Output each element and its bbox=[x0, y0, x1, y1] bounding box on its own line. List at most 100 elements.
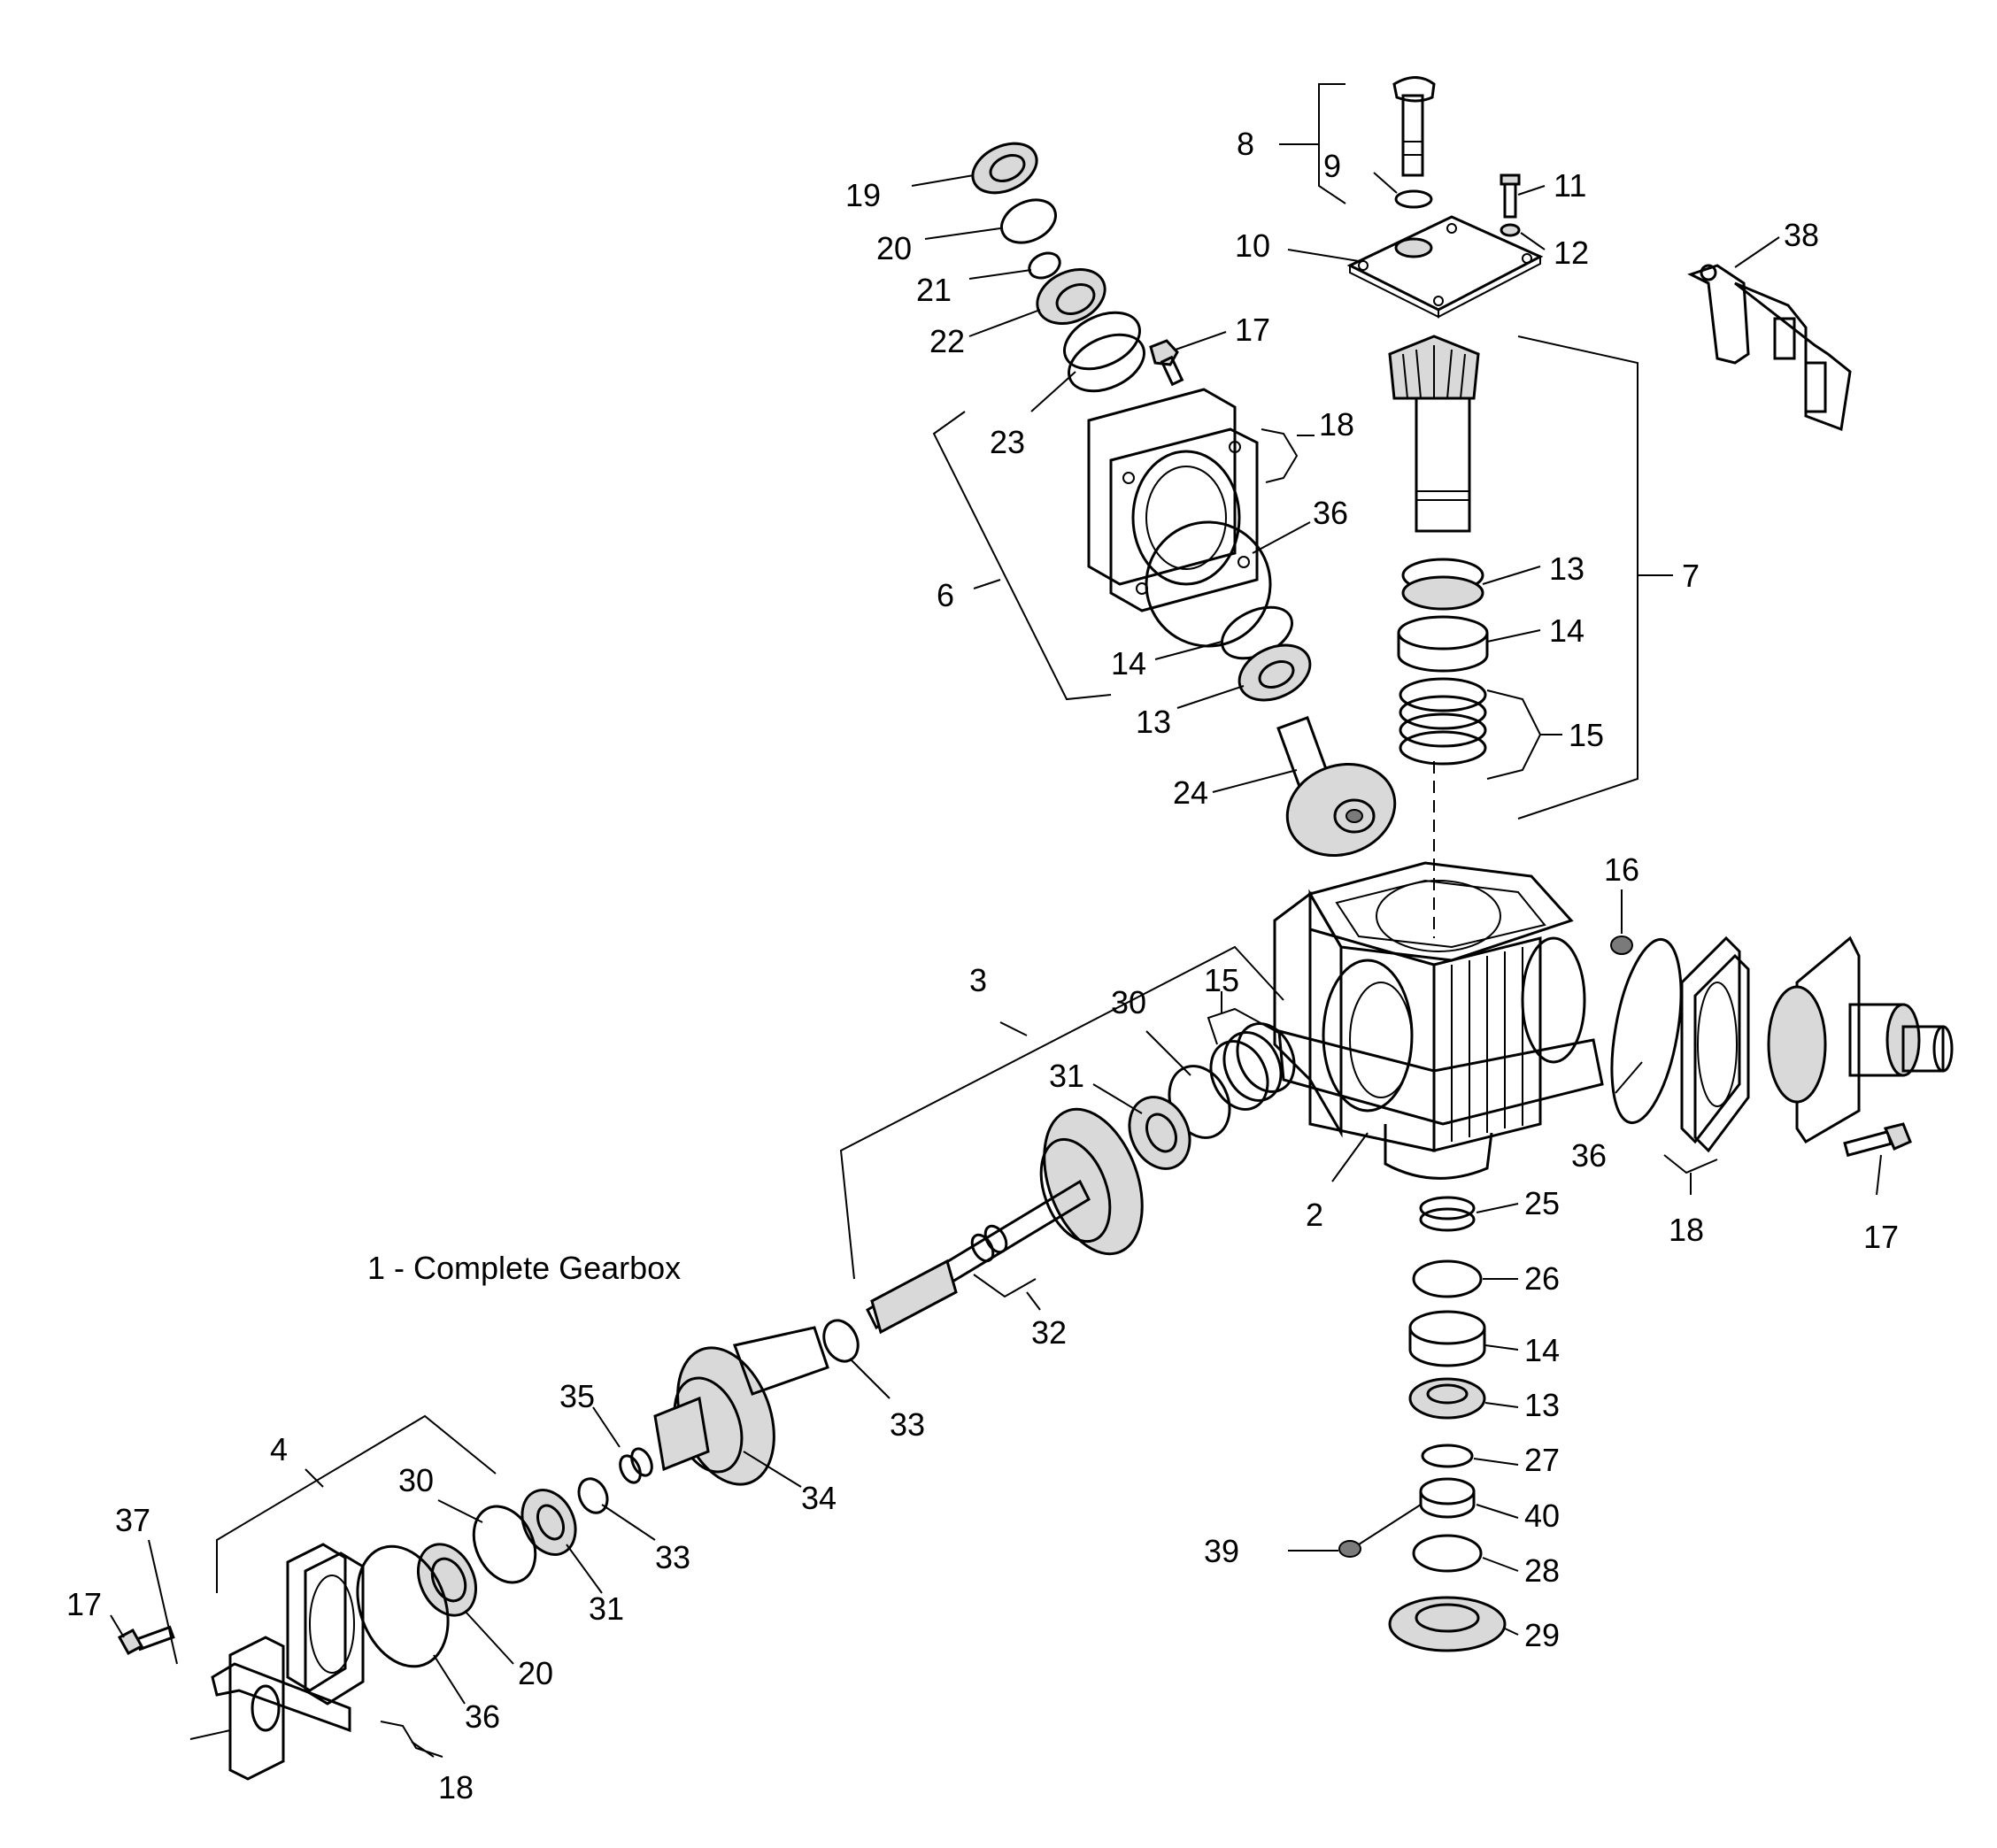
output-shaft-assembly-right bbox=[1767, 936, 1954, 1144]
set-screw-part-39 bbox=[1338, 1540, 1361, 1558]
callout-13-top: 13 bbox=[1549, 551, 1584, 587]
shim-pack-part-15-left bbox=[1209, 1022, 1296, 1111]
bearing-cone-part-31-right bbox=[1128, 1096, 1191, 1170]
callout-40: 40 bbox=[1524, 1498, 1560, 1534]
ring-part-26 bbox=[1412, 1259, 1483, 1298]
snap-ring-part-21 bbox=[1028, 251, 1061, 280]
bevel-gear-main bbox=[1039, 1107, 1144, 1256]
input-housing-flange bbox=[1087, 388, 1259, 612]
seal-part-25 bbox=[1419, 1196, 1476, 1232]
callout-7: 7 bbox=[1682, 558, 1700, 594]
bolt-part-17-left bbox=[117, 1625, 175, 1656]
ring-part-28 bbox=[1412, 1534, 1483, 1573]
gearbox-housing bbox=[1273, 861, 1604, 1180]
shim-pack-part-15-top bbox=[1399, 677, 1487, 766]
callout-31-right: 31 bbox=[1049, 1058, 1084, 1094]
callout-9: 9 bbox=[1323, 148, 1341, 184]
ring-part-20-top bbox=[1000, 198, 1057, 244]
callout-23: 23 bbox=[990, 424, 1025, 460]
callout-35: 35 bbox=[559, 1378, 595, 1414]
callout-33-left: 33 bbox=[655, 1539, 690, 1575]
leader-lines bbox=[110, 83, 1882, 1758]
callout-12: 12 bbox=[1554, 235, 1589, 271]
callout-30-left: 30 bbox=[398, 1462, 434, 1498]
callout-22: 22 bbox=[929, 323, 965, 359]
bearing-cone-part-13-bottom bbox=[1408, 1377, 1486, 1420]
callout-10: 10 bbox=[1235, 227, 1270, 264]
callout-25: 25 bbox=[1524, 1185, 1560, 1221]
gear-part-34 bbox=[653, 1326, 829, 1486]
bearing-cone-part-13-top bbox=[1401, 558, 1484, 611]
callout-17-left: 17 bbox=[66, 1586, 102, 1622]
gasket-part-18-right bbox=[1680, 936, 1750, 1153]
sleeve-part-40 bbox=[1419, 1477, 1476, 1519]
bearing-part-22 bbox=[1036, 268, 1106, 325]
bolt-part-11 bbox=[1500, 173, 1521, 219]
callout-8: 8 bbox=[1237, 126, 1254, 162]
callout-29: 29 bbox=[1524, 1617, 1560, 1653]
callout-36-left: 36 bbox=[465, 1698, 500, 1735]
callout-39: 39 bbox=[1204, 1533, 1239, 1569]
callout-24: 24 bbox=[1173, 774, 1208, 811]
bearing-cup-part-14-bottom bbox=[1408, 1310, 1486, 1367]
o-ring-part-36-top bbox=[1145, 520, 1272, 648]
bearing-cup-part-23 bbox=[1063, 311, 1145, 393]
callout-15-top: 15 bbox=[1569, 717, 1604, 753]
snap-ring-part-35 bbox=[619, 1447, 653, 1484]
snap-ring-part-27 bbox=[1421, 1444, 1474, 1468]
callout-26: 26 bbox=[1524, 1260, 1560, 1297]
callout-2: 2 bbox=[1306, 1197, 1323, 1233]
callout-37: 37 bbox=[115, 1502, 150, 1538]
bolt-part-17-right bbox=[1843, 1122, 1912, 1158]
callout-14-top: 14 bbox=[1549, 612, 1584, 649]
flange-part-18-left bbox=[286, 1543, 365, 1706]
callout-11: 11 bbox=[1554, 167, 1586, 204]
vent-plug-part-8 bbox=[1392, 76, 1436, 177]
seal-part-29 bbox=[1388, 1596, 1507, 1652]
callout-30-right: 30 bbox=[1111, 984, 1146, 1020]
main-shaft-part-32 bbox=[866, 1179, 1091, 1335]
bearing-cone-part-13-left bbox=[1238, 643, 1312, 702]
callout-15-left: 15 bbox=[1204, 962, 1239, 998]
callout-28: 28 bbox=[1524, 1552, 1560, 1589]
sleeve-part-33-left bbox=[577, 1477, 609, 1514]
bearing-cup-part-14-top bbox=[1397, 615, 1489, 673]
bracket-part-38 bbox=[1687, 264, 1852, 432]
bearing-cup-part-30-left bbox=[472, 1505, 537, 1584]
vertical-pinion-shaft bbox=[1388, 335, 1480, 533]
callout-19: 19 bbox=[845, 177, 881, 213]
callout-labels: 2 3 4 6 7 8 9 10 11 12 13 13 13 14 14 14… bbox=[66, 126, 1899, 1806]
callout-17-top: 17 bbox=[1235, 312, 1270, 348]
washer-part-12 bbox=[1500, 223, 1521, 237]
callout-16: 16 bbox=[1604, 851, 1639, 888]
callout-18-left: 18 bbox=[438, 1769, 474, 1806]
callout-6: 6 bbox=[937, 577, 954, 613]
seal-part-19 bbox=[971, 142, 1038, 195]
callout-20-left: 20 bbox=[518, 1655, 553, 1691]
callout-36-top: 36 bbox=[1313, 495, 1348, 531]
callout-20-top: 20 bbox=[876, 230, 912, 266]
callout-34: 34 bbox=[801, 1480, 837, 1516]
pinion-gear-part-24 bbox=[1276, 716, 1397, 858]
plug-part-16 bbox=[1610, 936, 1633, 955]
bolt-part-17-top bbox=[1149, 339, 1184, 387]
bracket-part-37 bbox=[211, 1636, 351, 1781]
callout-18-right: 18 bbox=[1669, 1212, 1704, 1248]
callout-18-top: 18 bbox=[1319, 406, 1354, 443]
cover-plate-part-10 bbox=[1346, 215, 1544, 319]
callout-33-right: 33 bbox=[890, 1406, 925, 1443]
callout-38: 38 bbox=[1784, 217, 1819, 253]
callout-27: 27 bbox=[1524, 1442, 1560, 1478]
callout-21: 21 bbox=[916, 272, 952, 308]
callout-36-right: 36 bbox=[1571, 1137, 1607, 1174]
callout-13-bottom: 13 bbox=[1524, 1387, 1560, 1423]
sleeve-part-33-right bbox=[822, 1319, 860, 1363]
callout-3: 3 bbox=[969, 962, 987, 998]
seal-part-20-left bbox=[417, 1543, 477, 1617]
callout-31-left: 31 bbox=[589, 1590, 624, 1627]
callout-17-right: 17 bbox=[1863, 1219, 1899, 1255]
callout-4: 4 bbox=[270, 1431, 288, 1467]
o-ring-part-36-right bbox=[1610, 937, 1683, 1125]
callout-14-bottom: 14 bbox=[1524, 1332, 1560, 1368]
